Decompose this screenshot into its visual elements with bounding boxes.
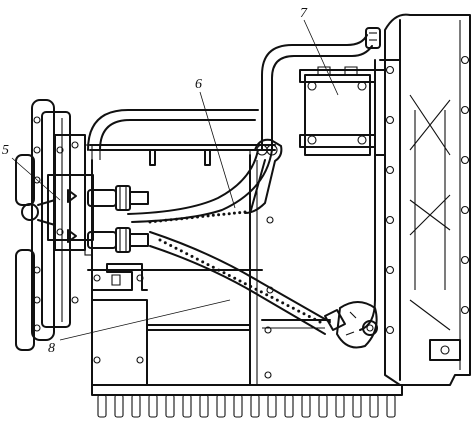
braid-dot (196, 215, 199, 219)
callout-leaders (11, 19, 339, 341)
braid-dot (313, 317, 317, 321)
front-fittings (87, 185, 149, 253)
braid-dot (179, 249, 183, 253)
braid-dot (222, 212, 226, 216)
hose-6 (148, 138, 283, 224)
sump-fin (386, 394, 396, 418)
sump-fin (199, 394, 209, 418)
braid-dot (158, 238, 162, 242)
callout-8: 8 (48, 341, 55, 356)
braid-dot (238, 211, 242, 215)
braid-dot (281, 301, 285, 305)
braid-dot (254, 287, 258, 291)
housing-bolt (385, 65, 395, 75)
housing-bolt (460, 155, 470, 165)
braid-dot (238, 279, 242, 283)
housing-bolt (385, 265, 395, 275)
braid-dot (307, 315, 311, 318)
engine-block (87, 144, 401, 386)
hose-8 (149, 231, 378, 349)
housing-bolt (460, 205, 470, 215)
sump-fin (216, 394, 226, 418)
sump-fin (182, 394, 192, 418)
housing-bolt (385, 325, 395, 335)
braid-dot (265, 293, 269, 297)
sump-fin (97, 394, 107, 418)
callout-6: 6 (195, 77, 202, 92)
braid-dot (243, 282, 247, 286)
braid-dot (217, 213, 221, 217)
braid-dot (185, 252, 189, 256)
sump-fin (318, 394, 328, 418)
sump-fin (352, 394, 362, 418)
bracket-7 (299, 66, 386, 156)
braid-dot (185, 216, 189, 220)
sump-fin (267, 394, 277, 418)
callout-7: 7 (300, 6, 308, 21)
housing-bolt (385, 115, 395, 125)
braid-dot (270, 295, 274, 299)
braid-dot (169, 244, 173, 247)
braid-dot (227, 274, 231, 277)
braid-dot (243, 210, 247, 214)
braid-dot (190, 216, 194, 220)
braid-dot (159, 219, 163, 223)
braid-dot (169, 218, 173, 222)
sump-fin (335, 394, 345, 418)
braid-dot (195, 257, 199, 261)
braid-dot (233, 276, 237, 280)
braid-dot (148, 220, 152, 224)
braid-dot (211, 213, 215, 217)
sump-fin (114, 394, 124, 418)
sump-fin (165, 394, 175, 418)
braid-dot (318, 320, 322, 324)
braid-dot (297, 309, 301, 313)
braid-dot (232, 211, 236, 215)
gearbox-housing (359, 13, 471, 386)
braid-dot (302, 312, 306, 316)
braid-dot (217, 268, 221, 272)
sump-fin (284, 394, 294, 418)
braid-dot (291, 306, 295, 310)
sump-fins (91, 384, 403, 418)
sump-fin (148, 394, 158, 418)
sump-fin (233, 394, 243, 418)
housing-bolt (460, 105, 470, 115)
braid-dot (201, 260, 205, 264)
housing-bolt (385, 215, 395, 225)
housing-bolt (460, 305, 470, 315)
flywheel-bolts (33, 116, 79, 332)
braid-dot (190, 254, 194, 258)
braid-dot (286, 304, 290, 308)
braid-dot (249, 285, 253, 288)
sump-fin (250, 394, 260, 418)
braid-dot (180, 217, 184, 221)
housing-bolt (460, 255, 470, 265)
sump-fin (301, 394, 311, 418)
braid-dot (206, 263, 210, 267)
braid-dot (227, 212, 231, 216)
housing-bolt (385, 165, 395, 175)
braid-dot (201, 214, 205, 218)
lifting-eye (21, 203, 39, 221)
braid-dot (222, 271, 226, 275)
braid-dot (275, 298, 279, 302)
braid-dot (206, 214, 210, 218)
sump-fin (369, 394, 379, 418)
braid-dot (164, 218, 168, 222)
braid-dot (174, 246, 178, 250)
sump-fin (131, 394, 141, 418)
braid-dot (259, 290, 263, 294)
braid-dot (211, 265, 215, 269)
callout-5: 5 (2, 143, 9, 158)
braid-dot (174, 217, 178, 221)
braid-dot (163, 241, 167, 245)
braid-dot (153, 219, 157, 223)
housing-bolt (460, 55, 470, 65)
